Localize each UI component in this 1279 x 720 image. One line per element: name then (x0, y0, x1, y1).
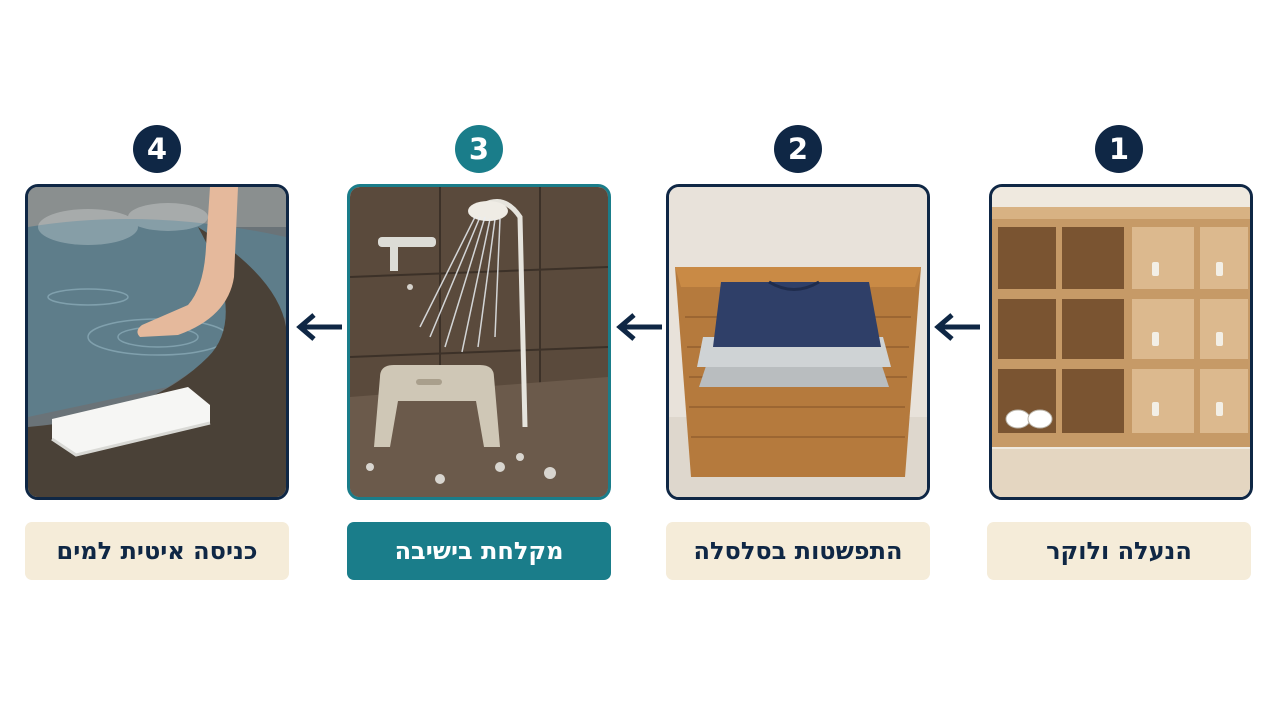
shower-with-stool-illustration (350, 187, 608, 497)
arrow-left-icon (616, 313, 662, 341)
step-4: 4 כניסה איטית למים (25, 0, 289, 720)
foot-entering-hot-spring-illustration (28, 187, 286, 497)
step-1-label: הנעלה ולוקר (987, 522, 1251, 580)
step-3-label: מקלחת בישיבה (347, 522, 611, 580)
step-4-number-badge: 4 (133, 125, 181, 173)
arrow-left-icon (296, 313, 342, 341)
step-1-image (989, 184, 1253, 500)
wicker-basket-folded-clothes-illustration (669, 187, 927, 497)
step-4-label: כניסה איטית למים (25, 522, 289, 580)
arrow-left-icon (934, 313, 980, 341)
step-1: 1 (987, 0, 1253, 720)
step-2: 2 התפשטות בסלסלה (666, 0, 930, 720)
step-4-image (25, 184, 289, 500)
step-2-image (666, 184, 930, 500)
step-3-image (347, 184, 611, 500)
shoe-cabinet-lockers-illustration (992, 187, 1250, 497)
step-2-number-badge: 2 (774, 125, 822, 173)
step-2-label: התפשטות בסלסלה (666, 522, 930, 580)
step-1-number-badge: 1 (1095, 125, 1143, 173)
step-3-number-badge: 3 (455, 125, 503, 173)
step-3: 3 (347, 0, 611, 720)
